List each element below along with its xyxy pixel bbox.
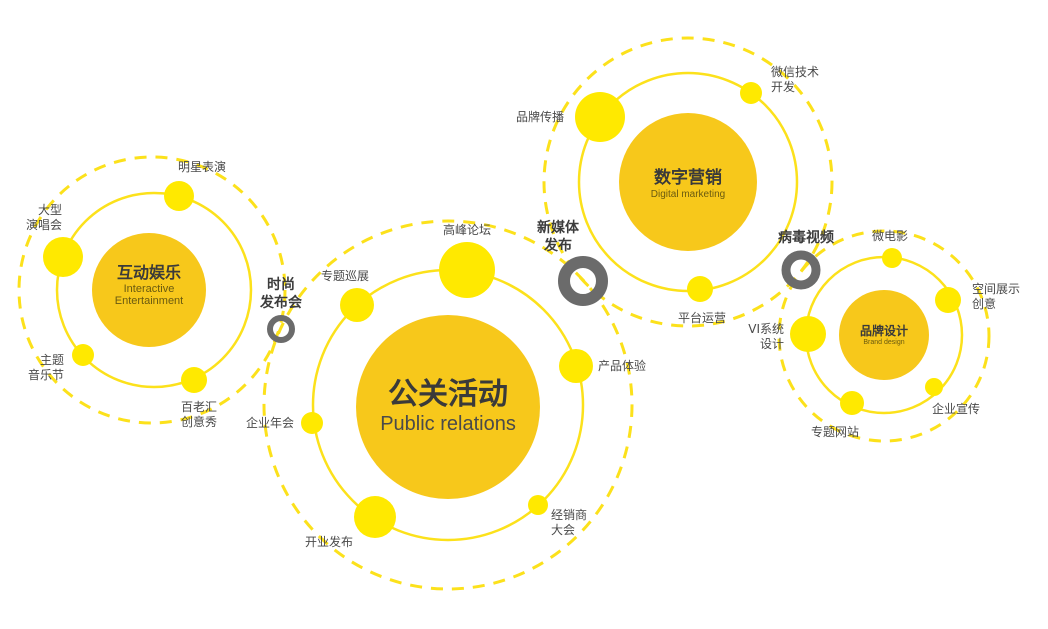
label-product-experience: 产品体验 [598,359,647,373]
dot-music-festival [72,344,94,366]
label-topic-website: 专题网站 [811,425,860,439]
label-summit-forum: 高峰论坛 [443,223,492,237]
label-broadway: 百老汇 创意秀 [181,400,218,429]
dot-vi-design [790,316,826,352]
orbit-dashed-pr [262,219,634,591]
hub-title-brand: 品牌设计 Brand design [840,324,928,347]
dot-corporate-promo [925,378,943,396]
hub-brand [839,290,929,380]
label-platform-ops: 平台运营 [678,311,727,325]
dot-platform-ops [687,276,713,302]
satellite-dots [43,82,961,538]
dot-star-performance [164,181,194,211]
hub-title-zh: 数字营销 [654,168,722,188]
hub-title-pr: 公关活动 Public relations [356,377,540,435]
hub-title-en: Digital marketing [650,189,726,200]
hub-interactive [92,233,206,347]
label-vi-design: VI系统 设计 [748,322,784,351]
dot-dealer-conference [528,495,548,515]
dot-summit-forum [439,242,495,298]
dot-micro-film [882,248,902,268]
hub-title-en: Interactive Entertainment [114,283,184,307]
dot-annual-meeting [301,412,323,434]
hub-title-digital: 数字营销 Digital marketing [620,168,756,201]
label-dealer-conference: 经销商 大会 [551,508,588,537]
dot-concert [43,237,83,277]
dot-product-experience [559,349,593,383]
label-wechat-dev: 微信技术 开发 [771,65,820,94]
connector-label-viral: 病毒视频 [778,230,834,246]
orbit-dashed-digital [542,36,834,328]
dot-roadshow [340,288,374,322]
label-concert: 大型 演唱会 [25,203,62,232]
label-annual-meeting: 企业年会 [246,416,295,430]
hub-circles [92,113,929,499]
hub-title-zh: 品牌设计 [859,324,908,338]
label-music-festival: 主题 音乐节 [27,353,64,382]
dot-topic-website [840,391,864,415]
label-opening-launch: 开业发布 [305,535,354,549]
orbit-dashed-interactive [17,155,287,425]
dot-space-display [935,287,961,313]
label-brand-communication: 品牌传播 [516,110,565,124]
dot-broadway [181,367,207,393]
orbit-solid-interactive [55,191,253,389]
orbit-dashed-brand [777,229,991,443]
hub-pr [356,315,540,499]
connector-ring-viral [781,250,821,290]
label-micro-film: 微电影 [872,229,909,243]
dashed-orbits [17,36,991,591]
hub-title-zh: 互动娱乐 [116,263,181,282]
dot-brand-communication [575,92,625,142]
connector-label-newmedia: 新媒体 发布 [537,220,579,254]
connector-label-fashion: 时尚 发布会 [260,277,302,311]
hub-title-zh: 公关活动 [388,377,508,412]
label-space-display: 空间展示 创意 [972,282,1021,311]
hub-title-en: Brand design [863,339,905,346]
dot-wechat-dev [740,82,762,104]
label-star-performance: 明星表演 [178,160,227,174]
dot-opening-launch [354,496,396,538]
hub-digital [619,113,757,251]
label-corporate-promo: 企业宣传 [932,402,981,416]
hub-title-interactive: 互动娱乐 Interactive Entertainment [92,263,206,307]
connector-ring-newmedia [558,256,608,306]
connector-rings [267,250,821,343]
label-roadshow: 专题巡展 [321,269,370,283]
connector-ring-fashion [267,315,295,343]
hub-title-en: Public relations [380,413,516,435]
